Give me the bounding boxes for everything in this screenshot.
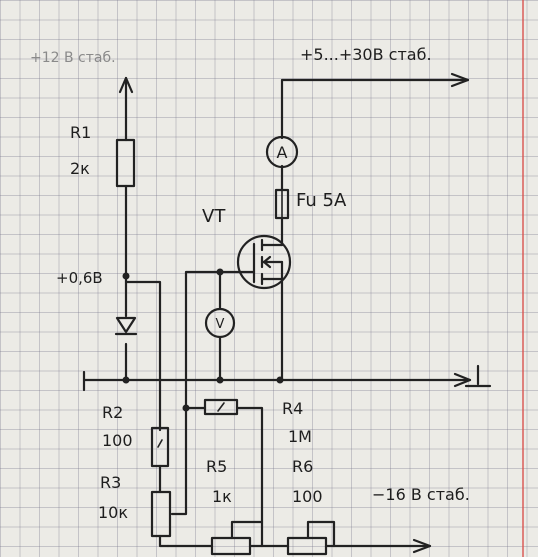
node-dot xyxy=(216,268,224,276)
r3-wiper-wire xyxy=(158,406,188,548)
resistor-r3 xyxy=(150,490,172,538)
label-ammeter: A xyxy=(277,143,288,162)
label-r1-name: R1 xyxy=(70,123,91,142)
label-r2-name: R2 xyxy=(102,403,123,422)
label-supply-in: +12 В стаб. xyxy=(30,50,116,66)
node-dot xyxy=(182,404,190,412)
diode-symbol xyxy=(114,316,138,336)
mosfet-vt xyxy=(236,234,292,290)
label-r2-value: 100 xyxy=(102,431,133,450)
label-r5-value: 1к xyxy=(212,487,232,506)
neg-rail-wire xyxy=(166,538,432,554)
ground-symbol xyxy=(464,364,492,388)
label-fuse: Fu 5A xyxy=(296,190,347,211)
r6-wiper xyxy=(306,520,336,548)
label-r1-value: 2к xyxy=(70,159,90,178)
label-r5-name: R5 xyxy=(206,457,227,476)
node-dot xyxy=(122,272,130,280)
resistor-r1 xyxy=(115,138,136,188)
label-r4-value: 1M xyxy=(288,427,312,446)
ammeter xyxy=(265,135,299,169)
label-neg-supply: −16 В стаб. xyxy=(372,485,470,504)
r5-wiper xyxy=(230,520,264,540)
label-supply-out: +5...+30В стаб. xyxy=(300,45,432,64)
resistor-r6 xyxy=(286,536,328,556)
label-node-voltage: +0,6В xyxy=(56,269,103,287)
label-voltmeter: V xyxy=(216,317,225,332)
resistor-r5 xyxy=(210,536,252,556)
label-r3-value: 10к xyxy=(98,503,128,522)
label-r6-name: R6 xyxy=(292,457,313,476)
label-r4-name: R4 xyxy=(282,399,303,418)
label-r3-name: R3 xyxy=(100,473,121,492)
voltmeter xyxy=(204,307,236,339)
label-r6-value: 100 xyxy=(292,487,323,506)
bias-wire xyxy=(124,280,162,432)
gate-wire xyxy=(184,270,256,410)
drain-wire xyxy=(280,72,470,382)
label-vt: VT xyxy=(202,206,226,227)
resistor-r2 xyxy=(150,426,170,468)
